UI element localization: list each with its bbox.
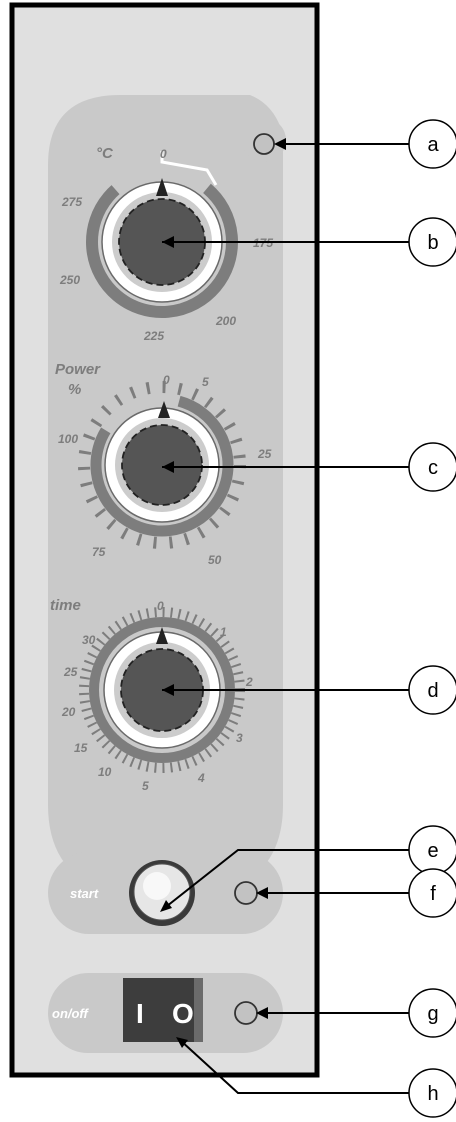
temperature-scale-275: 275 — [61, 195, 82, 209]
time-scale-3: 3 — [236, 731, 243, 745]
callout-f: f — [408, 868, 456, 918]
time-scale-5: 5 — [142, 779, 149, 793]
callout-line-h — [179, 1039, 410, 1094]
temperature-pointer-icon — [156, 178, 168, 196]
indicator-light-a — [253, 133, 275, 155]
power-scale-100: 100 — [58, 432, 78, 446]
switch-on-symbol: I — [136, 998, 144, 1029]
time-scale-15: 15 — [74, 741, 88, 755]
callout-e: e — [408, 825, 456, 875]
power-dial-unit: % — [68, 381, 81, 398]
indicator-light-g — [234, 1001, 258, 1025]
power-dial-title: Power — [55, 361, 101, 378]
callout-arrowheads — [160, 138, 286, 1048]
start-button-highlight — [143, 872, 171, 900]
callout-label-d: d — [427, 680, 438, 702]
callout-lines — [161, 143, 410, 1094]
arrowhead-h — [176, 1037, 188, 1048]
callout-label-c: c — [428, 457, 438, 479]
switch-off-symbol: O — [172, 998, 194, 1029]
time-scale-25: 25 — [63, 665, 78, 679]
power-switch-edge — [194, 978, 203, 1042]
power-tick-marks — [78, 381, 246, 549]
arrowhead-g — [256, 1007, 268, 1019]
callout-c: c — [408, 442, 456, 492]
temperature-unit-label: °C — [96, 145, 114, 162]
power-ring — [90, 393, 234, 537]
callout-g: g — [408, 988, 456, 1038]
time-scale-4: 4 — [197, 771, 205, 785]
arrowhead-c — [162, 461, 174, 473]
temperature-scale-225: 225 — [143, 329, 164, 343]
time-scale-2: 2 — [245, 675, 253, 689]
callout-label-h: h — [427, 1083, 438, 1105]
time-scale-1: 1 — [220, 625, 227, 639]
time-scale-20: 20 — [61, 705, 76, 719]
callout-a: a — [408, 119, 456, 169]
temperature-scale-250: 250 — [59, 273, 80, 287]
arrowhead-e — [160, 900, 172, 912]
time-scale-30: 30 — [82, 633, 96, 647]
power-scale-25: 25 — [257, 447, 272, 461]
indicator-light-f — [234, 881, 258, 905]
power-scale-5: 5 — [202, 375, 209, 389]
temperature-scale-0: 0 — [160, 147, 167, 161]
power-scale-50: 50 — [208, 553, 222, 567]
temperature-off-arc — [160, 151, 218, 186]
callout-h: h — [408, 1068, 456, 1118]
callout-label-a: a — [427, 134, 439, 156]
time-pointer-icon — [156, 627, 168, 644]
power-dial[interactable] — [78, 381, 246, 549]
time-scale-0: 0 — [157, 599, 164, 613]
temperature-scale-200: 200 — [215, 314, 236, 328]
callout-line-e — [161, 849, 410, 911]
time-dial-title: time — [50, 597, 81, 614]
temperature-ring — [86, 166, 238, 318]
callout-label-f: f — [430, 883, 436, 905]
power-switch[interactable]: I O — [123, 978, 203, 1042]
arrowhead-a — [274, 138, 286, 150]
power-knob[interactable] — [121, 424, 203, 506]
time-scale-10: 10 — [98, 765, 112, 779]
arrowhead-b — [162, 236, 174, 248]
power-switch-label: on/off — [52, 1006, 90, 1021]
callout-d: d — [408, 665, 456, 715]
power-scale-0: 0 — [163, 373, 170, 387]
callout-label-e: e — [427, 840, 438, 862]
power-pointer-icon — [158, 401, 170, 418]
power-switch-body — [123, 978, 203, 1042]
start-label: start — [70, 886, 99, 901]
callout-b: b — [408, 217, 456, 267]
arrowhead-d — [162, 684, 174, 696]
callout-label-b: b — [427, 232, 438, 254]
power-scale-75: 75 — [92, 545, 106, 559]
arrowhead-f — [256, 887, 268, 899]
callout-label-g: g — [427, 1003, 438, 1025]
